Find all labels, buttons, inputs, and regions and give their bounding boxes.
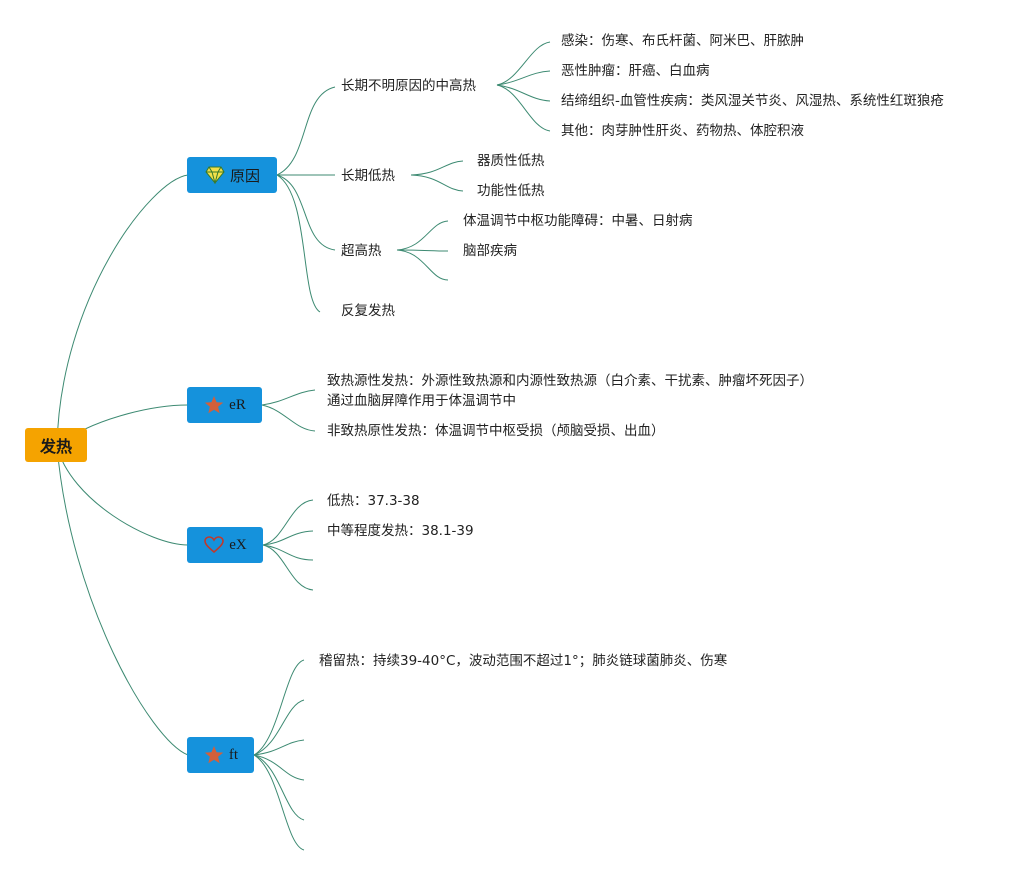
link-root-cause [56,174,189,447]
link-ex-2 [262,530,314,546]
star-icon [203,744,225,766]
heart-icon [203,534,225,556]
branch-ex-label: eX [229,536,247,553]
topic-low-fever[interactable]: 长期低热 [341,168,395,184]
branch-ft-label: ft [228,746,239,763]
link-hyper-1 [396,220,449,251]
item-unknown-1[interactable]: 感染：伤寒、布氏杆菌、阿米巴、肝脓肿 [561,33,804,49]
star-icon [203,394,225,416]
item-unknown-4[interactable]: 其他：肉芽肿性肝炎、药物热、体腔积液 [561,123,804,139]
link-ft-5 [253,754,305,821]
link-hyper-3 [396,249,449,281]
link-cause-unknown [276,86,336,176]
branch-cause-label: 原因 [229,166,260,185]
link-er-1 [261,389,316,406]
item-ex-2[interactable]: 中等程度发热：38.1-39 [327,523,474,539]
link-cause-hyper [276,174,336,251]
link-ft-1 [253,659,305,756]
link-er-2 [261,404,316,432]
link-ft-4 [253,754,305,781]
item-unknown-3[interactable]: 结缔组织-血管性疾病：类风湿关节炎、风湿热、系统性红斑狼疮 [561,93,944,109]
item-ex-1[interactable]: 低热：37.3-38 [327,493,420,509]
item-unknown-2[interactable]: 恶性肿瘤：肝癌、白血病 [561,63,710,79]
link-cause-recurrent [276,174,321,313]
link-low-1 [410,160,464,176]
link-ex-4 [262,544,314,591]
link-low-2 [410,174,464,192]
link-unknown-3 [496,84,551,102]
link-ex-3 [262,544,314,561]
item-er-2[interactable]: 非致热原性发热：体温调节中枢受损（颅脑受损、出血） [327,423,665,439]
link-unknown-2 [496,70,551,86]
item-low-1[interactable]: 器质性低热 [477,153,545,169]
link-ft-6 [253,754,305,851]
branch-er[interactable]: eR [187,387,262,423]
topic-recurrent-fever[interactable]: 反复发热 [341,303,395,319]
branch-cause[interactable]: 原因 [187,157,277,193]
item-low-2[interactable]: 功能性低热 [477,183,545,199]
link-unknown-4 [496,84,551,132]
item-hyper-1[interactable]: 体温调节中枢功能障碍：中暑、日射病 [463,213,693,229]
link-root-ft [56,445,189,756]
branch-ft[interactable]: ft [187,737,254,773]
item-er-1[interactable]: 致热源性发热：外源性致热源和内源性致热源（白介素、干扰素、肿瘤坏死因子）通过血脑… [327,373,807,409]
link-ft-2 [253,699,305,756]
item-ft-1[interactable]: 稽留热：持续39-40°C，波动范围不超过1°；肺炎链球菌肺炎、伤寒 [319,653,728,669]
link-hyper-2 [396,249,449,252]
link-root-ex [56,445,189,546]
link-unknown-1 [496,41,551,86]
topic-hyperpyrexia[interactable]: 超高热 [341,243,382,259]
topic-unknown-fever[interactable]: 长期不明原因的中高热 [341,78,476,94]
branch-er-label: eR [229,396,246,413]
link-ex-1 [262,499,314,546]
root-label: 发热 [39,437,72,456]
link-ft-3 [253,739,305,756]
item-hyper-2[interactable]: 脑部疾病 [463,243,517,259]
branch-ex[interactable]: eX [187,527,263,563]
root-node[interactable]: 发热 [25,428,87,462]
diamond-icon [204,164,226,186]
